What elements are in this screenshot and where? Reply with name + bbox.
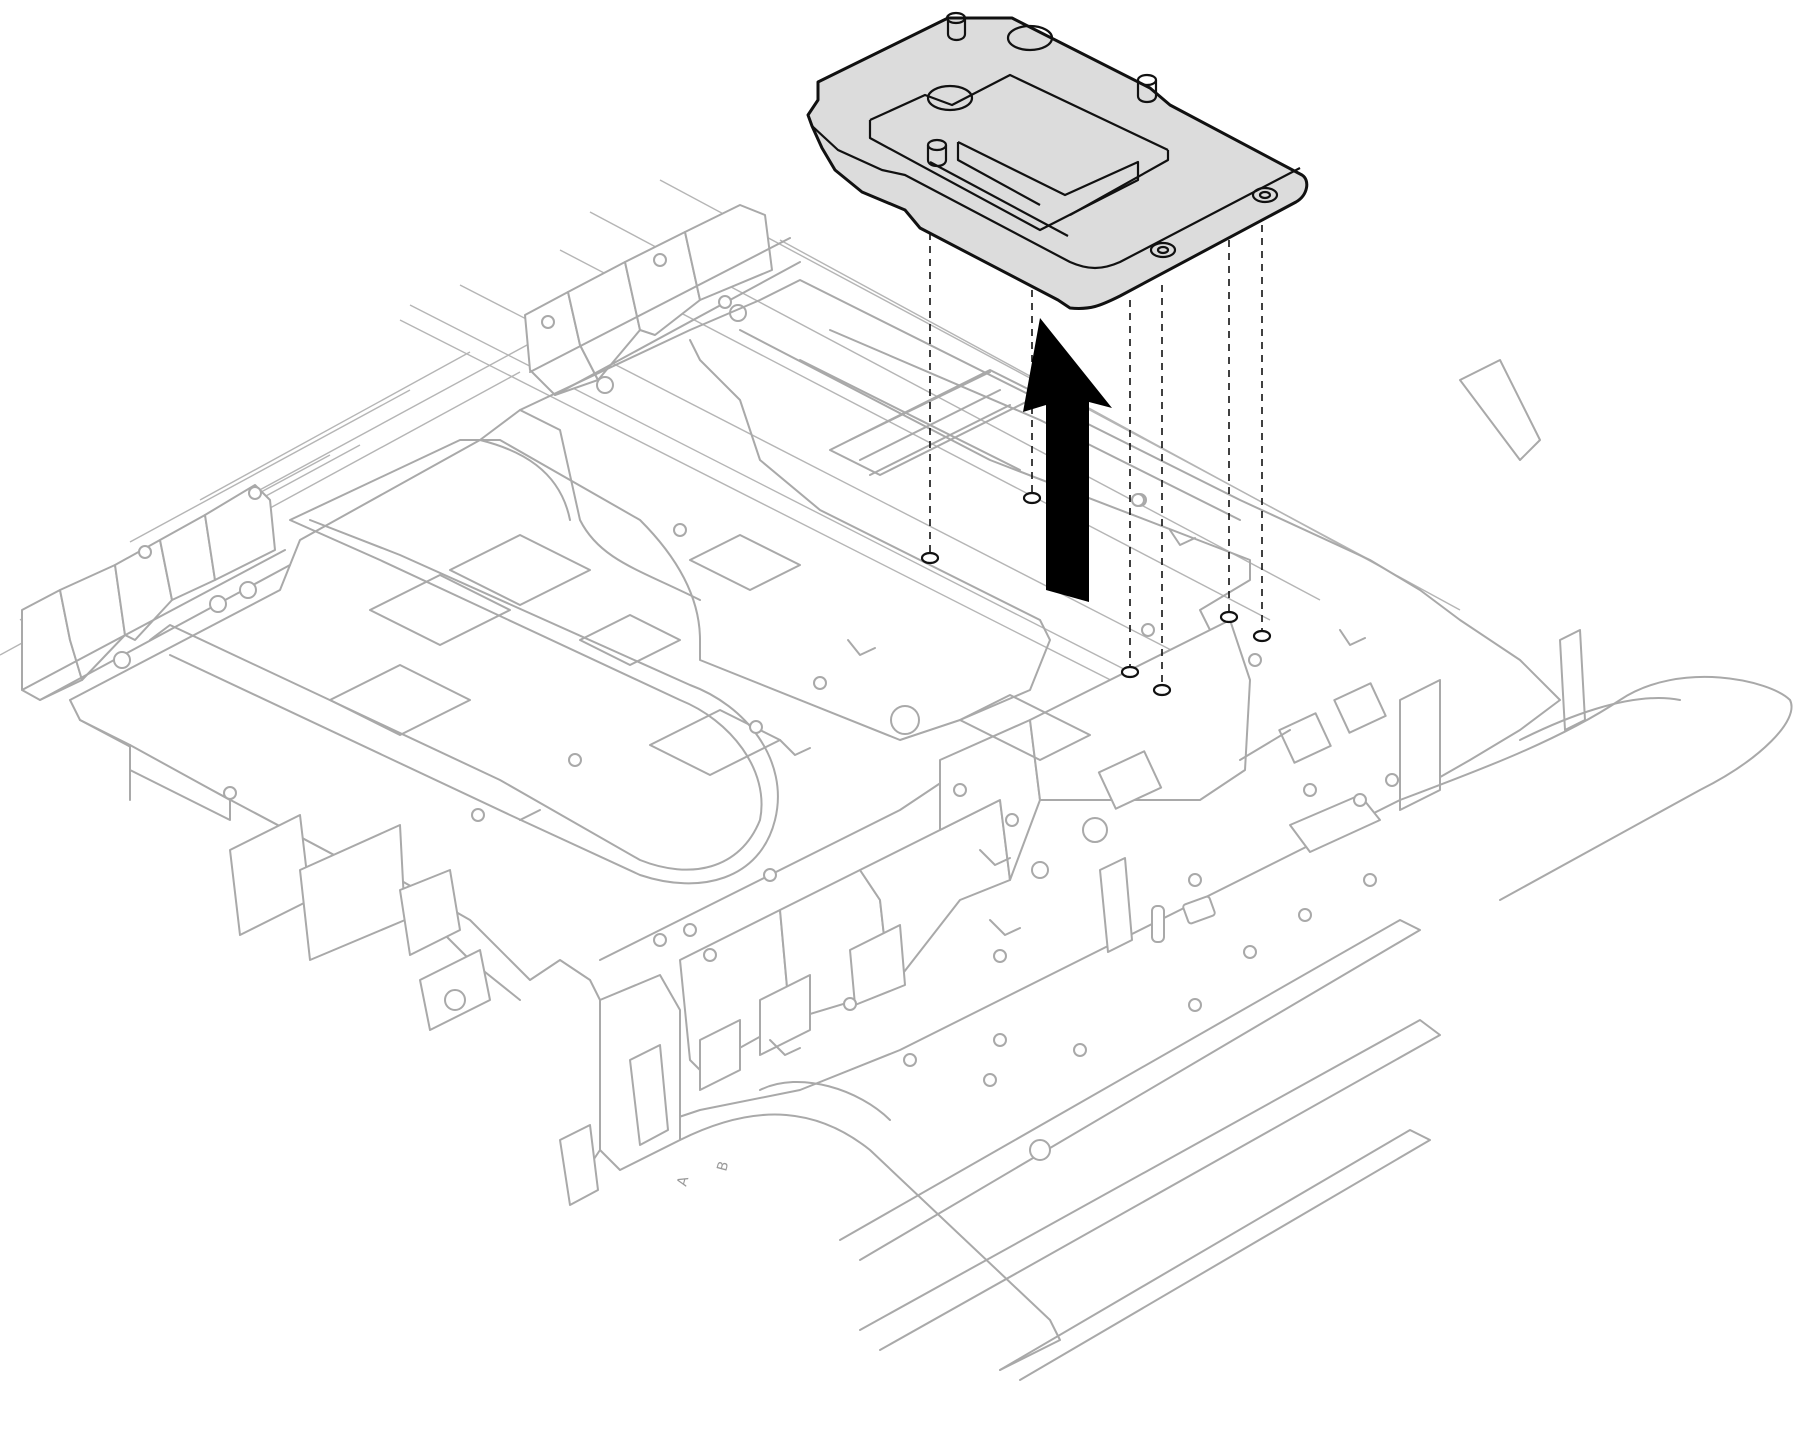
center-channel xyxy=(149,339,1051,871)
cover-plate xyxy=(806,11,1309,310)
label-a: A xyxy=(674,1174,692,1188)
tray-holes xyxy=(223,493,1377,1087)
board-recesses xyxy=(329,369,1091,776)
top-fan-fins xyxy=(524,204,801,396)
server-tray: A B xyxy=(0,179,1793,1381)
alignment-lines xyxy=(929,220,1263,685)
label-b: B xyxy=(714,1160,732,1173)
left-riser xyxy=(129,744,491,1031)
tick-marks xyxy=(519,529,1366,1056)
bottom-handle xyxy=(679,675,1793,1381)
cover-standoffs xyxy=(926,11,1279,259)
left-fan-fins xyxy=(21,484,291,701)
tray-outline xyxy=(69,279,1561,1181)
front-io-bulkhead xyxy=(599,619,1441,1171)
latches xyxy=(559,359,1586,1206)
cover-plate-body xyxy=(806,16,1309,310)
bulkhead-letters: A B xyxy=(674,1160,732,1188)
lift-up-arrow-icon xyxy=(1023,318,1112,602)
